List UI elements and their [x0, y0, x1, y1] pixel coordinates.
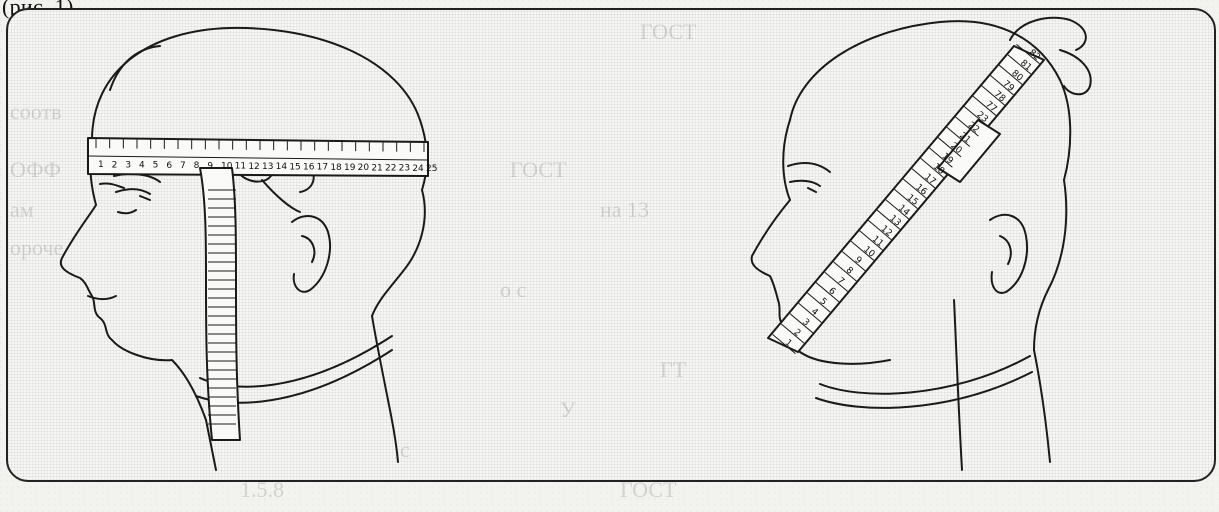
tape-number: 17: [317, 163, 328, 173]
tape-number: 25: [426, 164, 437, 174]
tape-number: 16: [303, 163, 315, 173]
left-head-drawing: [61, 28, 427, 470]
tape-number: 18: [330, 163, 342, 173]
tape-number: 15: [289, 162, 300, 172]
tape-number: 8: [194, 161, 200, 171]
tape-number: 12: [248, 162, 259, 172]
tape-number: 4: [139, 161, 145, 171]
tape-number: 13: [262, 162, 273, 172]
tape-number: 21: [371, 163, 382, 173]
tape-number: 3: [125, 160, 131, 170]
tape-number: 7: [180, 161, 186, 171]
tape-number: 20: [358, 163, 370, 173]
tape-number: 23: [399, 164, 410, 174]
tape-number: 6: [166, 161, 172, 171]
tape-number: 9: [207, 161, 213, 171]
tape-number: 11: [235, 162, 246, 172]
tape-number: 10: [221, 162, 233, 172]
tape-number: 2: [112, 160, 118, 170]
tape-number: 19: [344, 163, 356, 173]
tape-number: 5: [153, 161, 159, 171]
tape-number: 14: [276, 162, 288, 172]
tape-number: 1: [98, 160, 104, 170]
tape-number: 22: [385, 163, 396, 173]
tape-number: 24: [412, 164, 424, 174]
right-head-drawing: [752, 18, 1091, 470]
